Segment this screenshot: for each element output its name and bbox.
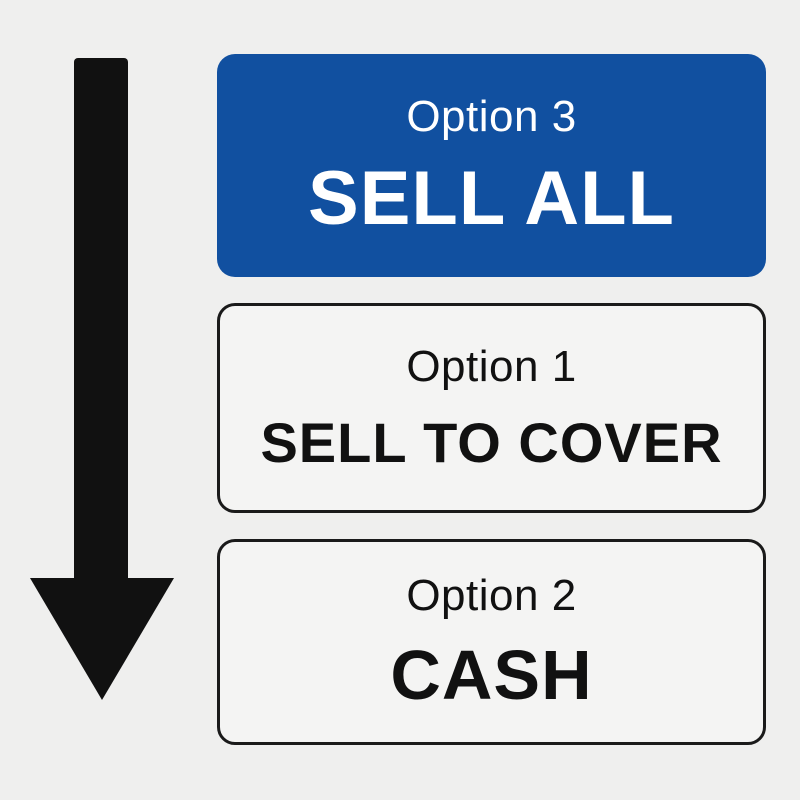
option-card-sell-to-cover: Option 1 SELL TO COVER — [217, 303, 766, 513]
option-title: SELL ALL — [308, 155, 675, 241]
option-card-sell-all: Option 3 SELL ALL — [217, 54, 766, 277]
option-label: Option 2 — [406, 571, 577, 620]
option-title: CASH — [390, 636, 593, 714]
option-label: Option 3 — [406, 91, 577, 141]
option-title: SELL TO COVER — [260, 411, 723, 474]
down-arrow-icon — [30, 58, 174, 700]
option-label: Option 1 — [406, 342, 577, 391]
option-card-cash: Option 2 CASH — [217, 539, 766, 745]
